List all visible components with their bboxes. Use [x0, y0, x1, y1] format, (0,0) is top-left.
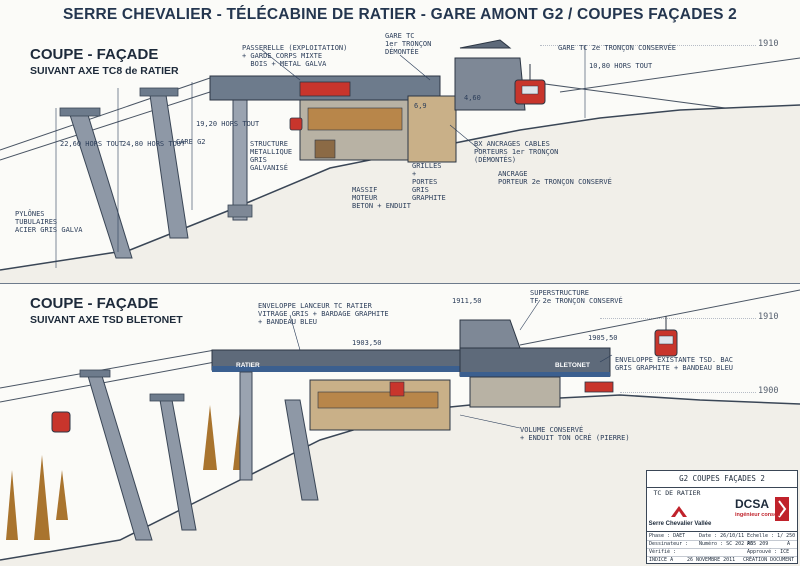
note-grilles: GRILLES + PORTES GRIS GRAPHITE [412, 162, 446, 203]
section1-title: COUPE - FAÇADE [30, 46, 159, 63]
section2-title: COUPE - FAÇADE [30, 295, 159, 312]
cabin-left-s2 [51, 411, 71, 433]
elevation-1900-s2: 1900 [758, 386, 779, 396]
cable-line [0, 91, 211, 161]
title-block-title: G2 COUPES FAÇADES 2 [647, 471, 797, 488]
section2-heading: COUPE - FAÇADE SUIVANT AXE TSD BLETONET [30, 295, 183, 326]
dim-10: 10,80 HORS TOUT [589, 62, 653, 70]
sign-bletonet: BLETONET [555, 362, 590, 369]
leader-line [399, 54, 431, 81]
title-block-row: Vérifié : Approuvé : ICE [647, 548, 797, 557]
title-block-row: INDICE A 26 NOVEMBRE 2011 CRÉATION DOCUM… [649, 557, 795, 563]
drive-wheel-red [299, 81, 351, 97]
title-block-rows: Phase : DAET Date : 26/10/11 Echelle : 1… [647, 531, 797, 564]
dcsa-logo-mark [775, 497, 789, 521]
note-enveloppe-tsd: ENVELOPPE EXISTANTE TSD. BAC GRIS GRAPHI… [615, 356, 734, 373]
title-block-subtitle: TC DE RATIER [653, 489, 701, 497]
level-1903: 1903,50 [352, 339, 382, 347]
cabin-small [289, 117, 303, 131]
serre-chevalier-logo [671, 506, 687, 517]
grid-1900-s2 [620, 392, 756, 393]
leader-line [261, 49, 301, 81]
label-gare-g2: GARE G2 [176, 138, 206, 146]
pylon-middle [139, 87, 189, 239]
engineer-logo-name: DCSA [735, 497, 770, 511]
leader-line [519, 299, 541, 331]
note-ancrage2: ANCRAGE PORTEUR 2e TRONÇON CONSERVÉ [498, 170, 612, 187]
pylon-left-s2 [79, 369, 153, 541]
note-gare-tc2: GARE TC 2e TRONÇON CONSERVÉE [558, 44, 677, 52]
client-logo-text: Serre Chevalier Vallée [648, 521, 712, 527]
gare-tc2-structure [454, 57, 526, 111]
title-block-row: Phase : DAET Date : 26/10/11 Echelle : 1… [647, 533, 797, 547]
pylon-front-s2 [284, 399, 319, 501]
note-gare-tc: GARE TC 1er TRONÇON DÉMONTÉE [385, 32, 432, 57]
leader-line [599, 354, 613, 363]
dim-24: 24,80 HORS TOUT [122, 140, 186, 148]
leader-line [289, 314, 301, 351]
note-ancrages: BX ANCRAGES CABLES PORTEURS 1er TRONÇON … [474, 140, 559, 165]
note-massif: MASSIF MOTEUR BETON + ENDUIT [352, 186, 412, 211]
sign-ratier: RATIER [236, 362, 260, 369]
bletonet-envelope [459, 347, 611, 377]
column-base [227, 204, 253, 218]
section1-heading: COUPE - FAÇADE SUIVANT AXE TC8 de RATIER [30, 46, 179, 77]
section1-subtitle: SUIVANT AXE TC8 de RATIER [30, 65, 179, 77]
dim-22: 22,60 HORS TOUT [60, 140, 124, 148]
elevation-1910-s2: 1910 [758, 312, 779, 322]
gare-tc2-roof [459, 39, 512, 49]
section-divider [0, 283, 800, 284]
level-1905: 1905,50 [588, 334, 618, 342]
gare-g2-volume [407, 95, 457, 163]
cabin-window [521, 85, 539, 95]
station-wood-cladding [307, 107, 403, 131]
pylon-left [59, 107, 133, 259]
leader-line [449, 124, 481, 151]
note-passerelle: PASSERELLE (EXPLOITATION) + GARDE CORPS … [242, 44, 348, 69]
bletonet-bandeau [460, 372, 610, 377]
cable-line [559, 57, 800, 93]
cable-line [519, 289, 800, 346]
dim-19: 19,20 HORS TOUT [196, 120, 260, 128]
note-enveloppe-tc: ENVELOPPE LANCEUR TC RATIER VITRAGE GRIS… [258, 302, 389, 327]
note-structure: STRUCTURE METALLIQUE GRIS GALVANISÉ [250, 140, 293, 173]
station-door [314, 139, 336, 159]
cable-line [0, 349, 216, 389]
pylon-middle-s2 [149, 393, 197, 531]
title-block: G2 COUPES FAÇADES 2 TC DE RATIER Serre C… [646, 470, 798, 564]
level-1911: 1911,50 [452, 297, 482, 305]
cable-line [0, 361, 216, 403]
note-pylones: PYLÔNES TUBULAIRES ACIER GRIS GALVA [15, 210, 83, 235]
ratier-bandeau [212, 366, 462, 372]
elevation-1910-s1: 1910 [758, 39, 779, 49]
engineer-logo-sub: ingénieur conseil [735, 512, 781, 518]
dim-6: 6,9 [414, 102, 427, 110]
grid-1910-s2 [600, 318, 756, 319]
central-cladding [317, 391, 439, 409]
dim-4: 4,60 [464, 94, 481, 102]
ratier-column [239, 371, 253, 481]
note-volume: VOLUME CONSERVÉ + ENDUIT TON OCRÉ (PIERR… [520, 426, 630, 443]
grid-1910-s1 [540, 45, 756, 46]
cabin-window [658, 335, 674, 345]
terrain-fill [0, 105, 800, 283]
title-block-row: Dessinateur : Numéro : SC 202 P65 209 A [647, 540, 797, 549]
terrain-fill [0, 395, 800, 566]
sheet-title: SERRE CHEVALIER - TÉLÉCABINE DE RATIER -… [63, 6, 737, 23]
chair-red [584, 381, 614, 393]
note-superstructure: SUPERSTRUCTURE TF 2e TRONÇON CONSERVÉ [530, 289, 623, 306]
central-red-wheel [389, 381, 405, 397]
superstructure-tf [459, 319, 521, 349]
section2-subtitle: SUIVANT AXE TSD BLETONET [30, 314, 183, 326]
bletonet-base [469, 376, 561, 408]
leader-line [459, 414, 521, 429]
